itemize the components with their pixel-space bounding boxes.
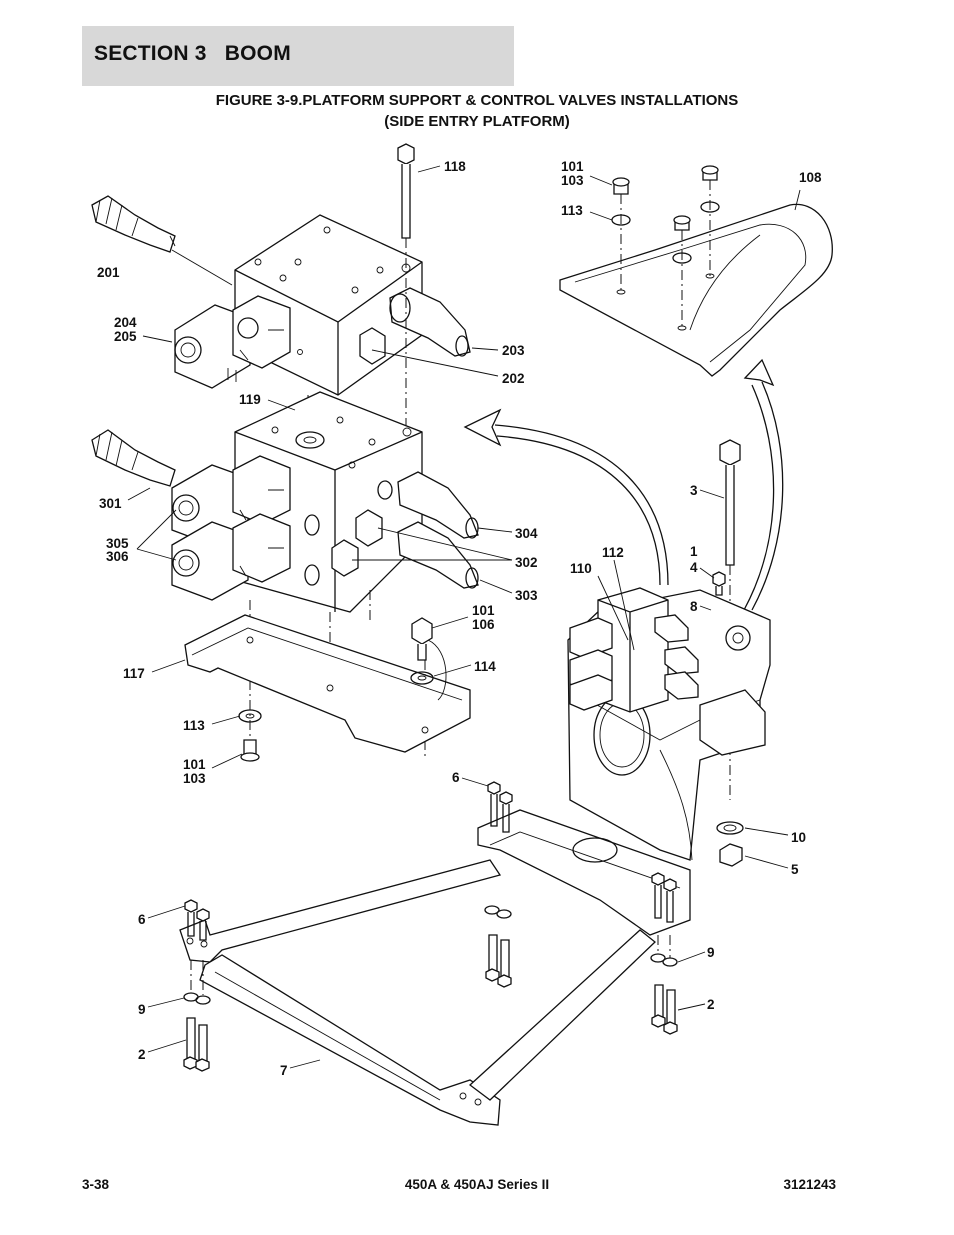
callout-2-right: 2: [707, 997, 715, 1012]
footer-doc-number: 3121243: [783, 1177, 836, 1192]
footer-page-number: 3-38: [82, 1177, 110, 1192]
callout-203: 203: [502, 343, 525, 358]
callout-6-right: 6: [452, 770, 460, 785]
callout-112: 112: [602, 545, 624, 560]
screws-6-right: [487, 781, 677, 923]
callout-114: 114: [474, 659, 496, 674]
callout-2-left: 2: [138, 1047, 146, 1062]
valve-assembly-110-112: [569, 587, 699, 713]
figure-title-line-1: FIGURE 3-9.PLATFORM SUPPORT & CONTROL VA…: [215, 92, 739, 109]
bolt-101-106: [411, 617, 447, 701]
callout-1: 1: [690, 544, 698, 559]
cover-fasteners: [611, 165, 720, 328]
callout-101-mid: 101: [472, 603, 495, 618]
callout-303: 303: [515, 588, 538, 603]
upper-solenoids: [174, 295, 291, 389]
callout-204: 204: [114, 315, 137, 330]
bolt-118: [397, 143, 415, 428]
section-title: SECTION 3 BOOM: [94, 42, 291, 65]
nut-5: [719, 843, 743, 867]
washer-10: [716, 821, 744, 835]
cartridge-301: [91, 429, 176, 487]
section-banner: SECTION 3 BOOM: [82, 26, 514, 86]
bolt-101-103-lower: [240, 739, 260, 762]
callout-305: 305: [106, 536, 129, 551]
callout-9-left: 9: [138, 1002, 146, 1017]
lower-solenoids-305-306: [171, 455, 291, 601]
fasteners-right: [650, 935, 678, 1035]
callout-7: 7: [280, 1063, 288, 1078]
support-crossmember: [477, 809, 691, 936]
arrow-to-cover: [743, 358, 784, 611]
cartridge-201: [91, 195, 176, 253]
callout-6-left: 6: [138, 912, 146, 927]
leader-lines: [127, 165, 801, 1069]
callout-101-low: 101: [183, 757, 206, 772]
callout-106: 106: [472, 617, 495, 632]
cover-108: [559, 203, 833, 377]
callout-304: 304: [515, 526, 538, 541]
callout-117: 117: [123, 666, 145, 681]
callout-4: 4: [690, 560, 698, 575]
callout-119: 119: [239, 392, 261, 407]
washer-114: [410, 671, 434, 685]
callout-205: 205: [114, 329, 137, 344]
callout-108: 108: [799, 170, 822, 185]
callout-5: 5: [791, 862, 799, 877]
callout-302: 302: [515, 555, 538, 570]
callout-306: 306: [106, 549, 129, 564]
callout-labels: 118 101 103 113 108 201 204 205 203 202 …: [97, 159, 822, 1078]
callout-101-top: 101: [561, 159, 584, 174]
callout-3: 3: [690, 483, 698, 498]
lower-plugs-302: [331, 509, 383, 577]
callout-110: 110: [570, 561, 592, 576]
fasteners-middle: [484, 905, 512, 988]
lower-cartridges-303-304: [397, 471, 479, 589]
figure-title: FIGURE 3-9.PLATFORM SUPPORT & CONTROL VA…: [0, 90, 954, 132]
callout-118: 118: [444, 159, 466, 174]
footer-model: 450A & 450AJ Series II: [404, 1177, 550, 1192]
callout-103-low: 103: [183, 771, 206, 786]
arrow-to-valves: [463, 408, 669, 586]
figure-title-line-2: (SIDE ENTRY PLATFORM): [384, 113, 570, 130]
callout-301: 301: [99, 496, 122, 511]
upper-cartridge-203: [389, 287, 471, 357]
callout-113-top: 113: [561, 203, 583, 218]
callout-8: 8: [690, 599, 698, 614]
callout-201: 201: [97, 265, 120, 280]
callout-202: 202: [502, 371, 525, 386]
callout-10: 10: [791, 830, 806, 845]
callout-103-top: 103: [561, 173, 584, 188]
mount-bracket-117: [184, 614, 471, 753]
fasteners-left: [183, 899, 211, 1072]
frame-7: [179, 859, 656, 1126]
callout-9-right: 9: [707, 945, 715, 960]
bolt-3: [719, 439, 741, 800]
upper-plug-202: [359, 327, 386, 365]
callout-113-low: 113: [183, 718, 205, 733]
